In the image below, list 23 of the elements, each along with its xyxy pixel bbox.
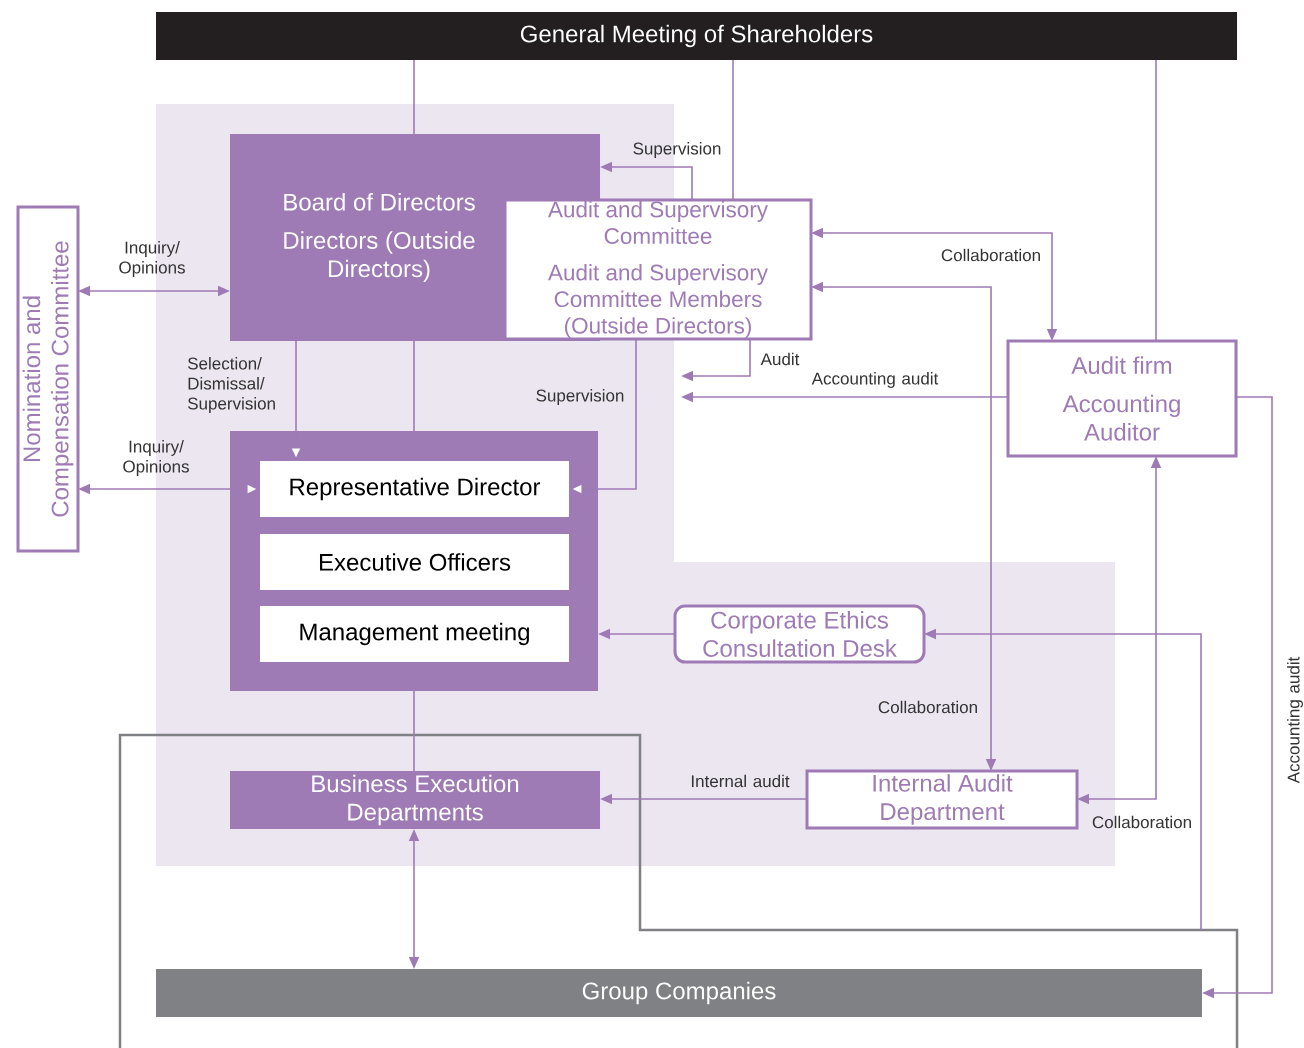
edge-label: Supervision [536,389,624,405]
department-box: Business Execution Departments [230,771,600,829]
edge-label: Audit [760,352,800,366]
footer-bar: Group Companies [156,969,1202,1017]
committee-box: Audit and Supervisory Committee Audit and Supervisory Committee Members (Outside Directors) [503,198,813,341]
committee-box: Nomination and Compensation Committee [16,205,80,553]
edge-label: Collaboration [941,248,1040,262]
header-bar: General Meeting of Shareholders [156,12,1237,60]
edge-label: Collaboration [878,700,977,714]
department-box: Internal Audit Department [805,769,1079,830]
role-box: Representative Director [260,461,569,517]
edge-label: Internal audit [691,774,790,788]
desk-box: Corporate Ethics Consultation Desk [673,604,926,664]
edge-label: Inquiry/ Opinions [123,440,189,476]
role-box: Executive Officers [260,534,569,590]
edge-label: Accounting audit [811,372,939,388]
edge-label: Accounting audit [1287,656,1303,784]
edge-label: Inquiry/ Opinions [119,241,185,277]
edge-label: Supervision [633,142,721,158]
role-box: Management meeting [260,606,569,662]
edge-label: Collaboration [1092,815,1191,829]
auditor-box: Audit firm Accounting Auditor [1006,339,1238,458]
edge-label: Selection/ Dismissal/ Supervision [187,357,275,413]
